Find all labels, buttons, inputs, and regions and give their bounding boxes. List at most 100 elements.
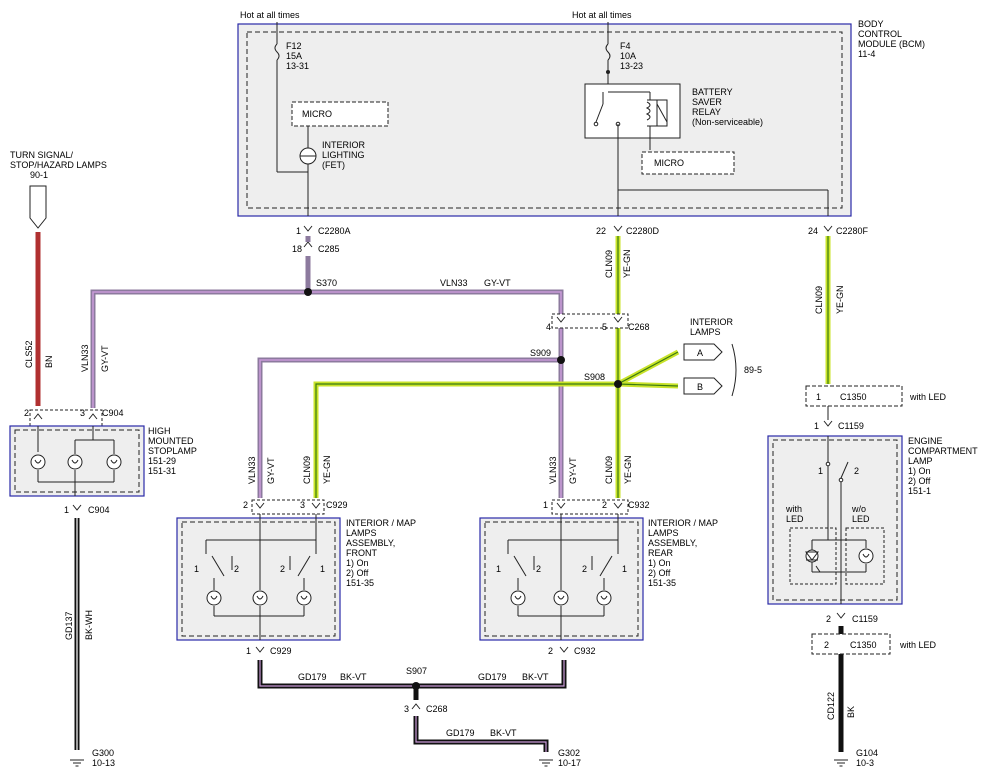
rear-sw-1a: 1 xyxy=(496,564,501,574)
with-led-b-label: with LED xyxy=(899,640,937,650)
c268-pin5: 5 xyxy=(602,322,607,332)
wire-cln09-front-label: CLN09 xyxy=(302,456,312,484)
front-lamps-box xyxy=(176,517,341,641)
wire-cln09-f-label: CLN09 xyxy=(814,286,824,314)
c1159-label: C1159 xyxy=(838,421,864,431)
c904-label: C904 xyxy=(102,408,124,418)
splice-s370 xyxy=(304,288,312,296)
vln33-top-label: VLN33 xyxy=(440,278,468,288)
hmsl-bulb-3-icon xyxy=(106,454,122,470)
front-sw-2b: 2 xyxy=(280,564,285,574)
gd179-b: GD179 xyxy=(478,672,507,682)
front-sw-1a: 1 xyxy=(194,564,199,574)
c929-label: C929 xyxy=(326,500,348,510)
ground-g302-icon xyxy=(538,759,554,767)
c2280f-pin: 24 xyxy=(808,226,818,236)
c1159b-label: C1159 xyxy=(852,614,878,624)
c932b-pin: 2 xyxy=(548,646,553,656)
s370-label: S370 xyxy=(316,278,337,288)
micro-box-2 xyxy=(641,151,735,175)
front-sw-2a: 2 xyxy=(234,564,239,574)
c285-pin: 18 xyxy=(292,244,302,254)
wire-vln33-front-label: VLN33 xyxy=(247,456,257,484)
c929b-pin: 1 xyxy=(246,646,251,656)
bk-wh-label: BK-WH xyxy=(84,610,94,640)
hmsl-bulb-2-icon xyxy=(67,454,83,470)
wire-yegn-front-label: YE-GN xyxy=(322,455,332,484)
s908-label: S908 xyxy=(584,372,605,382)
c929b-label: C929 xyxy=(270,646,292,656)
c2280d-pin: 22 xyxy=(596,226,606,236)
connector-a-label: A xyxy=(697,348,703,358)
turn-signal-connector-icon xyxy=(29,185,47,229)
fuse-f4-icon xyxy=(605,43,611,61)
wire-yegn-f-label: YE-GN xyxy=(835,285,845,314)
c268b-label: C268 xyxy=(426,704,448,714)
gd179-c: GD179 xyxy=(446,728,475,738)
bk-vt-a: BK-VT xyxy=(340,672,367,682)
relay-contact-icon xyxy=(595,103,604,123)
c285-label: C285 xyxy=(318,244,340,254)
ground-g104-icon xyxy=(833,759,849,767)
hot-at-all-times-2: Hot at all times xyxy=(572,10,632,20)
wire-yegn-rear-label: YE-GN xyxy=(623,455,633,484)
c2280a-pin: 1 xyxy=(296,226,301,236)
c932-pin2: 2 xyxy=(602,500,607,510)
wire-gyvt-left-label: GY-VT xyxy=(100,345,110,372)
c2280a-label: C2280A xyxy=(318,226,351,236)
rear-sw-1b: 1 xyxy=(622,564,627,574)
c2280d-label: C2280D xyxy=(626,226,660,236)
gy-vt-top-label: GY-VT xyxy=(484,278,511,288)
hot-at-all-times-1: Hot at all times xyxy=(240,10,300,20)
wire-vln33-left-label: VLN33 xyxy=(80,344,90,372)
connector-a-icon xyxy=(683,343,723,361)
c904b-label: C904 xyxy=(88,505,110,515)
s909-label: S909 xyxy=(530,348,551,358)
connector-b-icon xyxy=(683,377,723,395)
c932-label: C932 xyxy=(628,500,650,510)
bk-vt-c: BK-VT xyxy=(490,728,517,738)
wire-cln09-d-label: CLN09 xyxy=(604,250,614,278)
ec-sw-2: 2 xyxy=(854,466,859,476)
c268b-pin: 3 xyxy=(404,704,409,714)
c2280f-label: C2280F xyxy=(836,226,869,236)
front-lamps-schematic xyxy=(205,514,317,640)
cd122-label: CD122 xyxy=(826,692,836,720)
micro-label-1: MICRO xyxy=(302,109,332,119)
c904-pin2: 2 xyxy=(24,408,29,418)
bk-label: BK xyxy=(846,706,856,718)
c932-pin1: 1 xyxy=(543,500,548,510)
fuse-f12-icon xyxy=(274,43,280,61)
c1350b-label: C1350 xyxy=(850,640,877,650)
ec-sw-1: 1 xyxy=(818,466,823,476)
c904-pin3: 3 xyxy=(80,408,85,418)
c1350-label: C1350 xyxy=(840,392,867,402)
wire-cln09-rear-label: CLN09 xyxy=(604,456,614,484)
micro-box-1 xyxy=(291,101,389,127)
c932b-label: C932 xyxy=(574,646,596,656)
wire-vln33-rear-label: VLN33 xyxy=(548,456,558,484)
engine-lamp-schematic xyxy=(789,436,885,604)
rear-lamps-schematic xyxy=(507,514,619,640)
connector-b-label: B xyxy=(697,382,703,392)
rear-sw-2a: 2 xyxy=(536,564,541,574)
c929-pin3: 3 xyxy=(300,500,305,510)
c929-pin2: 2 xyxy=(243,500,248,510)
front-sw-1b: 1 xyxy=(320,564,325,574)
wire-bn-label: BN xyxy=(44,355,54,368)
wire-cln09-ye-gn xyxy=(313,236,831,498)
